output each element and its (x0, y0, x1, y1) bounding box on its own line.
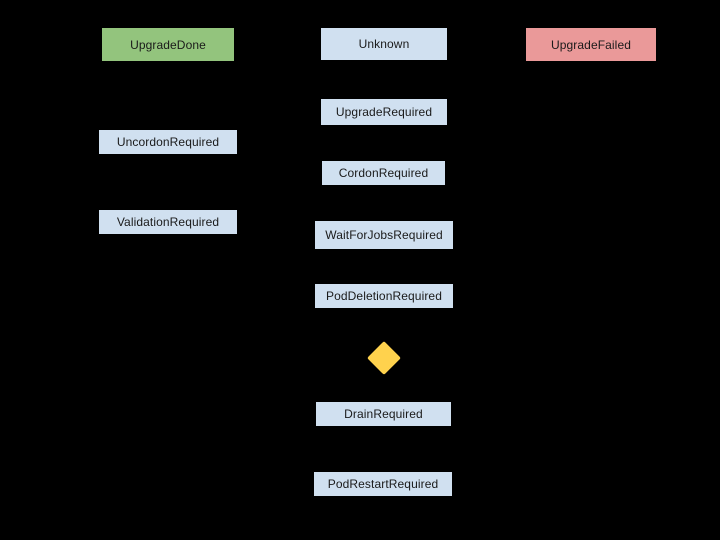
node-unknown[interactable]: Unknown (321, 28, 447, 60)
node-label: WaitForJobsRequired (325, 228, 443, 242)
node-label: Unknown (358, 37, 410, 51)
node-label: ValidationRequired (116, 215, 220, 229)
node-label: DrainRequired (344, 407, 423, 421)
node-upgrade-done[interactable]: UpgradeDone (102, 28, 234, 61)
node-label: PodDeletionRequired (326, 289, 442, 303)
node-pod-deletion-required[interactable]: PodDeletionRequired (315, 284, 453, 308)
node-label: CordonRequired (338, 166, 429, 180)
node-validation-required[interactable]: ValidationRequired (99, 210, 237, 234)
node-drain-required[interactable]: DrainRequired (316, 402, 451, 426)
node-cordon-required[interactable]: CordonRequired (322, 161, 445, 185)
node-wait-for-jobs-required[interactable]: WaitForJobsRequired (315, 221, 453, 249)
node-label: UpgradeRequired (335, 105, 433, 119)
node-label: UpgradeDone (130, 37, 206, 52)
node-upgrade-failed[interactable]: UpgradeFailed (526, 28, 656, 61)
node-label: UpgradeFailed (550, 37, 631, 52)
node-uncordon-required[interactable]: UncordonRequired (99, 130, 237, 154)
node-label: PodRestartRequired (327, 477, 439, 491)
node-label: UncordonRequired (116, 135, 220, 149)
node-pod-restart-required[interactable]: PodRestartRequired (314, 472, 452, 496)
decision-diamond-icon[interactable] (367, 341, 401, 375)
node-upgrade-required[interactable]: UpgradeRequired (321, 99, 447, 125)
